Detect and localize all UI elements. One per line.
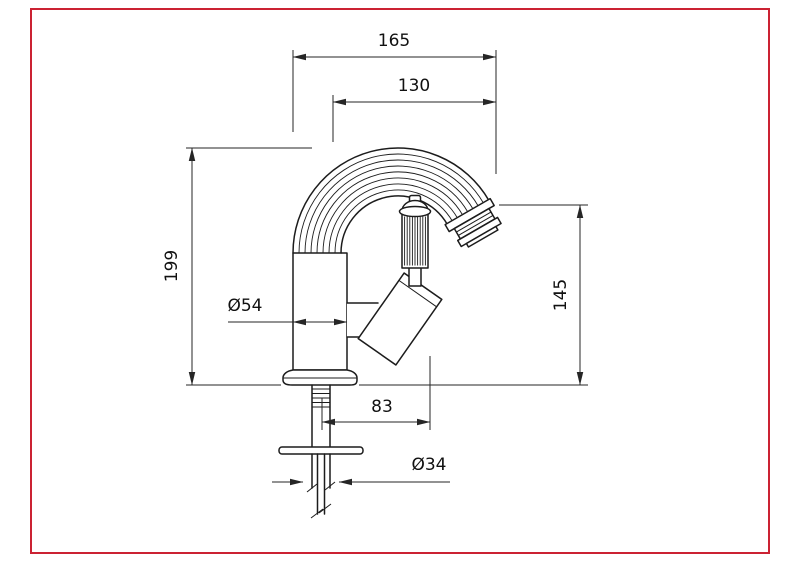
faucet-handle — [346, 194, 443, 366]
faucet-base-flange — [282, 369, 358, 386]
faucet-drawing — [278, 147, 502, 519]
spout-aerator — [444, 197, 502, 248]
dimension-shank-diameter: Ø34 — [272, 455, 450, 486]
dimension-outlet-height: 145 — [359, 204, 588, 386]
drawing-frame — [30, 8, 770, 554]
faucet-spout — [292, 147, 490, 254]
dimension-overall-depth: 165 — [292, 31, 497, 174]
faucet-body — [292, 252, 348, 371]
dim-overall-height-label: 199 — [162, 250, 182, 282]
thread-hatching — [312, 388, 330, 408]
dimension-body-diameter: Ø54 — [227, 296, 348, 326]
dim-handle-offset-label: 83 — [371, 397, 393, 417]
handle-grip — [401, 213, 429, 269]
mounting-shank — [311, 384, 331, 448]
handle-cap — [398, 194, 432, 218]
supply-tube — [306, 453, 336, 519]
dim-spout-reach-label: 130 — [398, 76, 430, 96]
mounting-plate — [278, 446, 364, 455]
dim-shank-diameter-label: Ø34 — [411, 455, 446, 475]
dim-body-diameter-label: Ø54 — [227, 296, 262, 316]
dim-outlet-height-label: 145 — [551, 279, 571, 311]
dimension-handle-offset: 83 — [321, 356, 431, 430]
dimension-spout-reach: 130 — [332, 76, 497, 142]
dim-overall-depth-label: 165 — [378, 31, 410, 51]
dimension-overall-height: 199 — [162, 147, 312, 386]
